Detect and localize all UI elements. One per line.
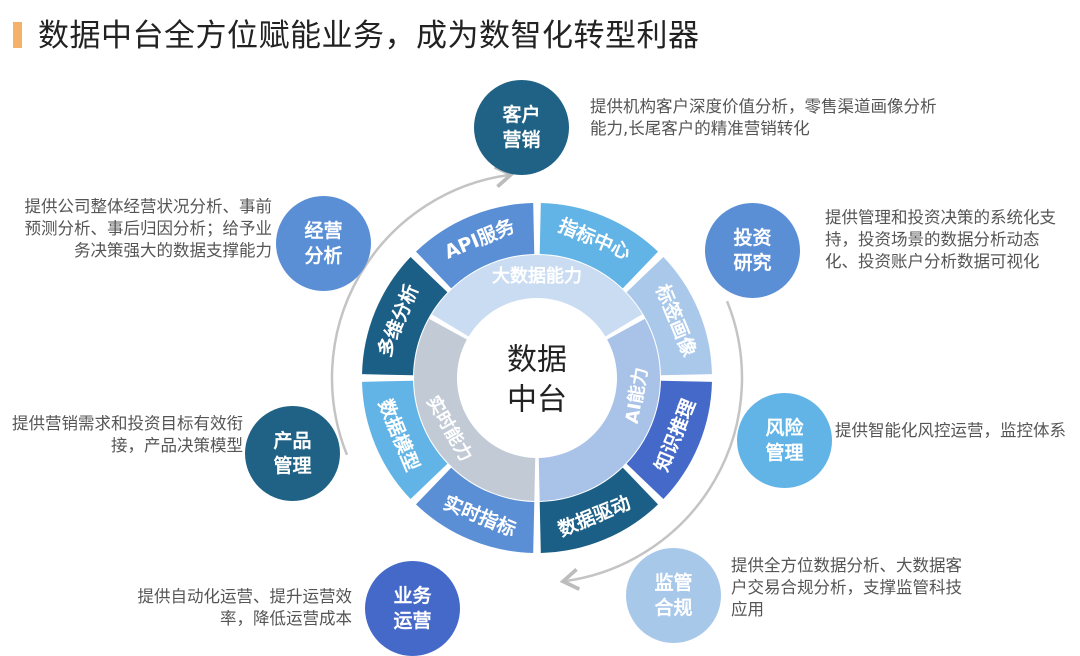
- outer-ring-segment: [362, 256, 448, 376]
- cycle-arrow-lower: [559, 300, 744, 591]
- outer-ring-segment: [539, 467, 659, 553]
- outer-ring-segment: [415, 203, 535, 289]
- business-analysis-desc: 提供公司整体经营状况分析、事前预测分析、事后归因分析；给予业务决策强大的数据支撑…: [24, 197, 273, 260]
- outer-ring-segment: [415, 467, 535, 553]
- cycle-arrow-upper: [330, 165, 515, 456]
- regulatory-compliance-label: 监管合规: [654, 571, 693, 619]
- title-accent-bar: [13, 22, 22, 48]
- product-management-label: 产品管理: [273, 429, 312, 477]
- business-operation-label: 业务运营: [393, 584, 432, 632]
- outer-ring-segment: [626, 256, 712, 376]
- inner-ring-segment: [538, 318, 660, 501]
- page-title: 数据中台全方位赋能业务，成为数智化转型利器: [38, 18, 700, 54]
- customer-marketing-desc: 提供机构客户深度价值分析，零售渠道画像分析能力,长尾客户的精准营销转化: [590, 97, 937, 138]
- center-label-line: 数据: [507, 343, 567, 378]
- outer-ring-segment: [626, 380, 712, 500]
- inner-ring-segment: [431, 254, 643, 337]
- customer-marketing-node: 客户营销: [474, 80, 569, 175]
- product-management-desc: 提供营销需求和投资目标有效衔接，产品决策模型: [12, 414, 243, 455]
- business-analysis-label: 经营分析: [304, 219, 343, 267]
- regulatory-compliance-desc: 提供全方位数据分析、大数据客户交易合规分析，支撑监管科技应用: [731, 556, 962, 619]
- inner-ring-segment: [414, 318, 536, 501]
- regulatory-compliance-node: 监管合规: [626, 548, 721, 643]
- business-analysis-node: 经营分析: [276, 196, 371, 291]
- center-circle: [460, 301, 614, 455]
- outer-ring-segment: [362, 380, 448, 500]
- risk-management-desc: 提供智能化风控运营，监控体系: [835, 421, 1066, 440]
- business-operation-desc: 提供自动化运营、提升运营效率，降低运营成本: [137, 587, 353, 628]
- inner-ring-label: 大数据能力: [492, 265, 582, 287]
- investment-research-node: 投资研究: [705, 203, 800, 298]
- business-operation-node: 业务运营: [365, 561, 460, 656]
- outer-ring-segment: [539, 203, 659, 289]
- product-management-node: 产品管理: [245, 406, 340, 501]
- customer-marketing-label: 客户营销: [502, 103, 541, 151]
- risk-management-node: 风险管理: [737, 393, 832, 488]
- center-label-line: 中台: [507, 383, 567, 418]
- risk-management-label: 风险管理: [765, 416, 804, 464]
- investment-research-label: 投资研究: [733, 226, 772, 274]
- investment-research-desc: 提供管理和投资决策的系统化支持，投资场景的数据分析动态化、投资账户分析数据可视化: [825, 208, 1056, 271]
